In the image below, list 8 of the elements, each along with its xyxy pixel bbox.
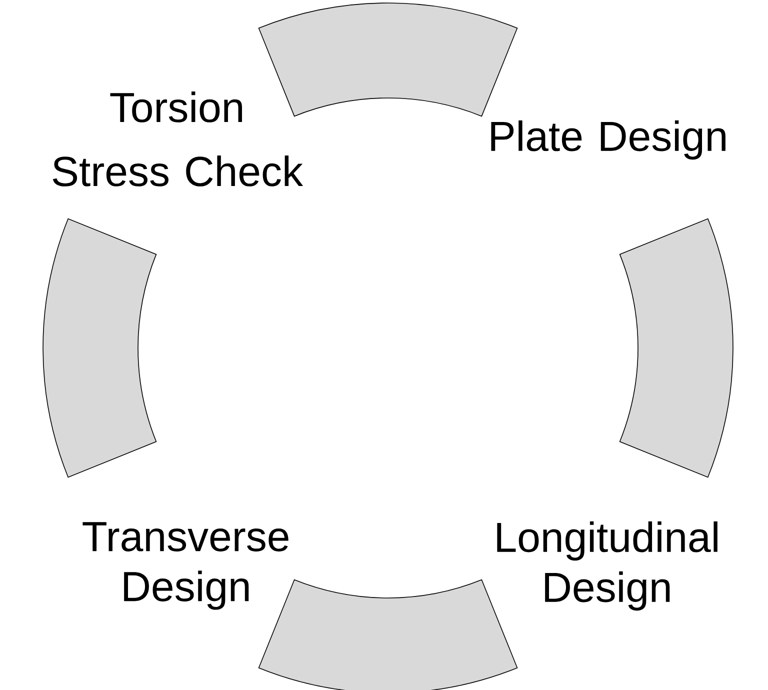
arc-band	[258, 2, 518, 117]
arc-band	[42, 218, 157, 478]
step-label: Torsion Stress Check	[52, 92, 304, 186]
step-label: Longitudinal Design	[497, 521, 718, 611]
step-label: Transverse Design	[82, 522, 288, 610]
step-label: Plate Design	[491, 120, 726, 160]
arc-band	[619, 218, 734, 478]
arc-band	[258, 579, 518, 690]
